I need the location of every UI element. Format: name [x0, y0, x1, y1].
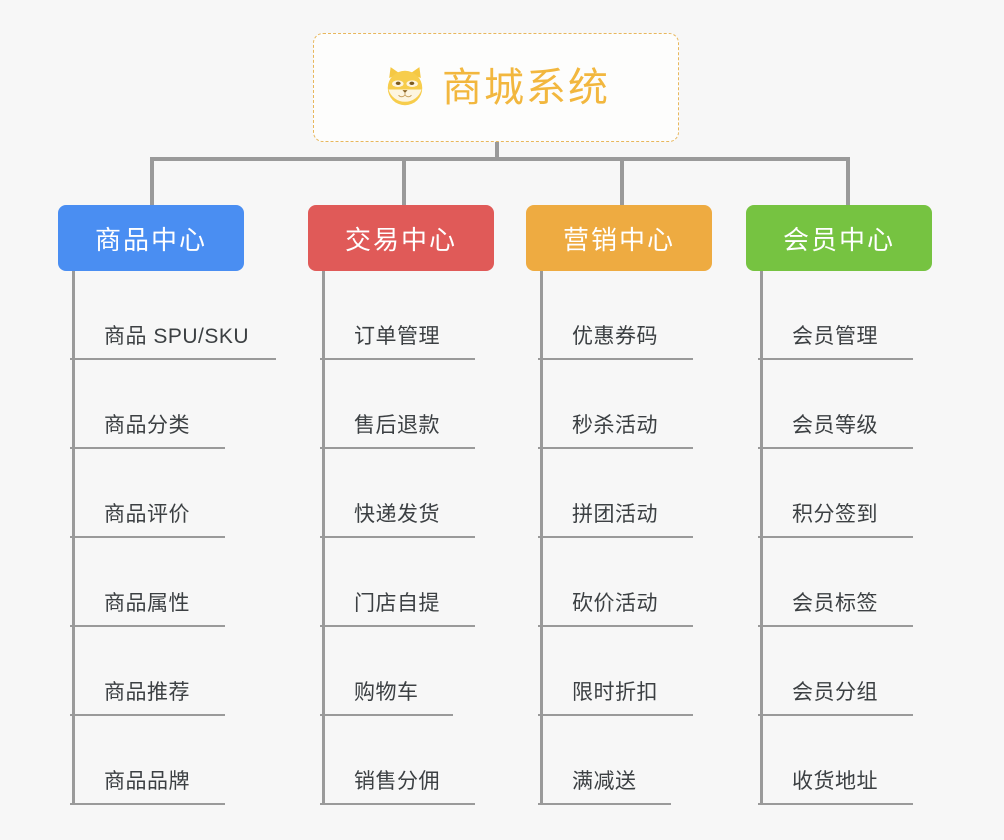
column-trunk-1: [322, 271, 325, 805]
sub-item-rule: [538, 447, 693, 449]
sub-item-rule: [70, 358, 276, 360]
sub-item-rule: [538, 358, 693, 360]
column-trunk-3: [760, 271, 763, 805]
sub-item-rule: [538, 625, 693, 627]
sub-item-label: 积分签到: [792, 503, 878, 526]
sub-item-rule: [320, 358, 475, 360]
sub-item-rule: [758, 714, 913, 716]
sub-item-rule: [758, 625, 913, 627]
connector-bus: [150, 157, 850, 161]
sub-item-label: 会员等级: [792, 414, 878, 437]
column-trunk-0: [72, 271, 75, 805]
sub-item-rule: [70, 714, 225, 716]
column-trunk-2: [540, 271, 543, 805]
connector-root-stem: [495, 142, 499, 160]
category-column-0: 商品中心商品 SPU/SKU 商品分类商品评价商品属性商品推荐商品品牌: [58, 205, 276, 805]
sub-item-label: 商品推荐: [104, 681, 190, 704]
root-title: 商城系统: [442, 65, 610, 110]
category-header-label: 交易中心: [344, 224, 457, 255]
sub-item-label: 商品分类: [104, 414, 190, 437]
sub-item-rule: [758, 803, 913, 805]
shiba-dog-icon: [382, 65, 428, 111]
category-header-2[interactable]: 营销中心: [526, 205, 712, 271]
sub-item-label: 秒杀活动: [572, 414, 658, 437]
category-header-label: 会员中心: [782, 224, 895, 255]
sub-item-label: 购物车: [354, 681, 419, 704]
connector-stem-1: [402, 157, 406, 207]
sub-item-label: 商品 SPU/SKU: [104, 325, 250, 348]
sub-item-label: 售后退款: [354, 414, 440, 437]
sub-item-label: 限时折扣: [572, 681, 658, 704]
sub-item-label: 商品评价: [104, 503, 190, 526]
sub-item-label: 商品品牌: [104, 770, 190, 793]
category-header-label: 商品中心: [94, 224, 207, 255]
sub-item-rule: [320, 803, 475, 805]
sub-item-label: 销售分佣: [354, 770, 440, 793]
sub-item-label: 收货地址: [792, 770, 878, 793]
sub-item-rule: [70, 803, 225, 805]
category-column-2: 营销中心优惠券码秒杀活动拼团活动砍价活动限时折扣满减送: [526, 205, 712, 805]
sub-item-rule: [538, 714, 693, 716]
root-node[interactable]: 商城系统: [313, 33, 679, 142]
sub-item-label: 商品属性: [104, 592, 190, 615]
sub-item-rule: [70, 536, 225, 538]
sub-item-label: 砍价活动: [572, 592, 658, 615]
category-header-0[interactable]: 商品中心: [58, 205, 244, 271]
sub-item-label: 订单管理: [354, 325, 440, 348]
sub-item-label: 满减送: [572, 770, 637, 793]
sub-item-label: 会员管理: [792, 325, 878, 348]
sub-item-label: 拼团活动: [572, 503, 658, 526]
sub-item-label: 门店自提: [354, 592, 440, 615]
sub-item-rule: [758, 358, 913, 360]
category-header-3[interactable]: 会员中心: [746, 205, 932, 271]
category-header-1[interactable]: 交易中心: [308, 205, 494, 271]
sub-item-rule: [758, 447, 913, 449]
sub-item-rule: [70, 447, 225, 449]
connector-stem-0: [150, 157, 154, 207]
sub-item-label: 优惠券码: [572, 325, 658, 348]
sub-item-rule: [538, 803, 671, 805]
sub-item-rule: [70, 625, 225, 627]
sub-item-label: 会员分组: [792, 681, 878, 704]
category-column-3: 会员中心会员管理会员等级积分签到会员标签会员分组收货地址: [746, 205, 932, 805]
sub-item-rule: [538, 536, 693, 538]
sub-item-label: 快递发货: [354, 503, 440, 526]
connector-stem-3: [846, 157, 850, 207]
category-header-label: 营销中心: [562, 224, 675, 255]
sub-item-rule: [320, 447, 475, 449]
connector-stem-2: [620, 157, 624, 207]
sub-item-label: 会员标签: [792, 592, 878, 615]
category-column-1: 交易中心订单管理售后退款快递发货门店自提购物车销售分佣: [308, 205, 494, 805]
sub-item-rule: [320, 536, 475, 538]
sub-item-rule: [320, 625, 475, 627]
sub-item-rule: [320, 714, 453, 716]
sub-item-rule: [758, 536, 913, 538]
